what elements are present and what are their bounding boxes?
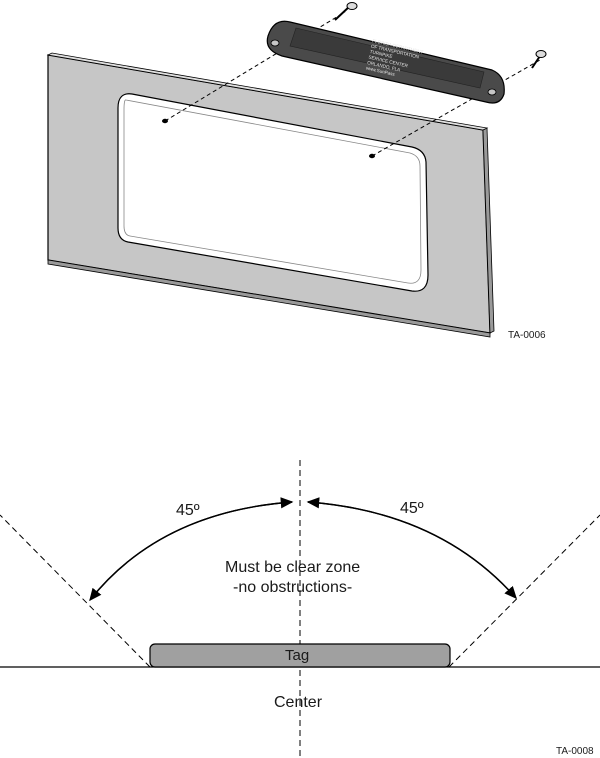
boundary-line-left <box>0 515 150 667</box>
figure-reference-bottom: TA-0008 <box>556 746 594 757</box>
angle-label-right: 45º <box>400 500 424 518</box>
center-label: Center <box>274 694 322 712</box>
screw-right-icon <box>532 51 546 69</box>
tag-label: Tag <box>285 647 309 664</box>
figure-reference-top: TA-0006 <box>508 330 546 341</box>
clear-zone-text-line1: Must be clear zone <box>225 559 360 577</box>
boundary-line-right <box>449 515 600 667</box>
clearance-diagram: 45º 45º Must be clear zone -no obstructi… <box>0 460 600 758</box>
clearance-illustration <box>0 460 600 758</box>
clear-zone-text-line2: -no obstructions- <box>233 579 352 597</box>
screw-left-icon <box>335 3 357 21</box>
angle-label-left: 45º <box>176 502 200 520</box>
